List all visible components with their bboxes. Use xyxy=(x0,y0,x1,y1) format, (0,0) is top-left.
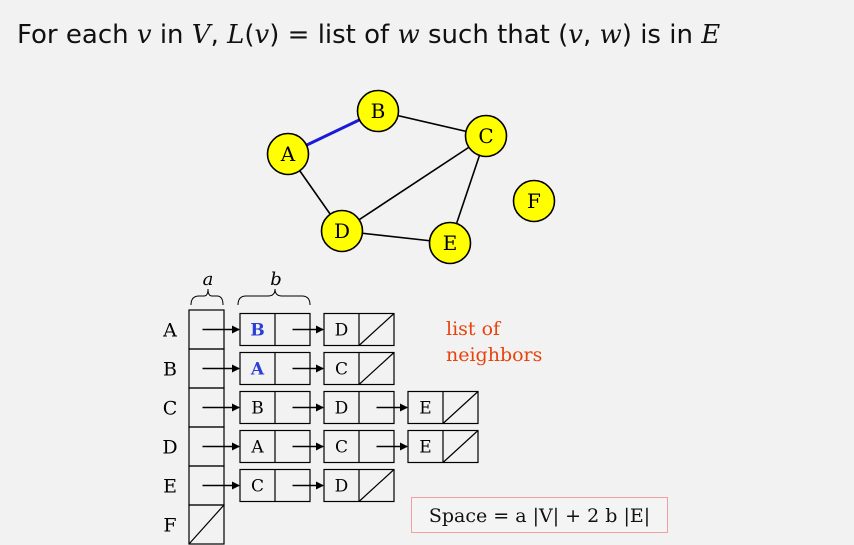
vertex-label: A xyxy=(162,320,177,342)
title-var: w xyxy=(599,20,622,50)
vertex-label: E xyxy=(163,476,177,498)
null-pointer xyxy=(358,313,395,346)
title-text: ( xyxy=(244,20,255,50)
title-var: V xyxy=(191,20,211,50)
node-circle xyxy=(320,209,364,253)
node-c: C xyxy=(464,114,508,158)
edge-d-c xyxy=(341,135,487,232)
node-a: A xyxy=(266,132,310,176)
title-text: in xyxy=(151,20,192,50)
note-line: neighbors xyxy=(446,344,543,366)
node-label: E xyxy=(443,231,458,255)
title-text: , xyxy=(210,20,228,50)
title-var: v xyxy=(254,20,270,50)
node-circle xyxy=(428,221,472,265)
list-node-value: C xyxy=(251,477,264,497)
space-formula-box: Space = a |V| + 2 b |E| xyxy=(411,497,668,533)
list-node-value: D xyxy=(335,477,349,497)
brace-a-label: a xyxy=(203,269,214,290)
list-node-value: A xyxy=(250,438,264,458)
vertex-label: D xyxy=(162,437,177,459)
list-node-value: B xyxy=(251,399,264,419)
title-var: E xyxy=(701,20,721,50)
list-node: B xyxy=(239,390,324,425)
list-node-value: A xyxy=(250,360,265,380)
array-cell xyxy=(188,504,225,545)
list-node-value: D xyxy=(335,321,349,341)
title-text: such that ( xyxy=(419,20,569,50)
vertex-label: B xyxy=(163,359,177,381)
list-node-value: B xyxy=(250,321,264,341)
neighbors-note: list of neighbors xyxy=(446,316,542,368)
node-circle xyxy=(266,132,310,176)
list-node: A xyxy=(239,351,324,386)
list-node-value: E xyxy=(419,399,431,419)
list-node: B xyxy=(239,312,324,347)
list-node: E xyxy=(407,390,479,425)
title-var: L xyxy=(227,20,245,50)
null-pointer xyxy=(358,469,395,502)
slide-title: For each v in V, L(v) = list of w such t… xyxy=(17,20,720,50)
null-pointer xyxy=(442,430,479,463)
node-circle xyxy=(464,114,508,158)
list-node: D xyxy=(323,312,395,347)
node-label: F xyxy=(527,189,541,213)
list-node: C xyxy=(323,429,408,464)
vertex-label: F xyxy=(163,515,176,537)
graph-nodes: A B C D E F xyxy=(266,89,556,265)
title-text: ) = list of xyxy=(269,20,398,50)
list-node: E xyxy=(407,429,479,464)
brace-b-label: b xyxy=(270,269,282,290)
node-e: E xyxy=(428,221,472,265)
node-b: B xyxy=(356,89,400,133)
brace-b xyxy=(237,288,311,306)
list-node-value: C xyxy=(335,360,348,380)
list-node: D xyxy=(323,468,395,503)
list-node: C xyxy=(239,468,324,503)
null-pointer xyxy=(358,352,395,385)
note-line: list of xyxy=(446,318,501,340)
node-label: C xyxy=(478,124,493,148)
null-pointer xyxy=(442,391,479,424)
title-text: , xyxy=(583,20,600,50)
list-node-value: C xyxy=(335,438,348,458)
brace-a xyxy=(190,288,224,306)
vertex-label: C xyxy=(163,398,178,420)
title-text: For each xyxy=(17,20,137,50)
list-node: A xyxy=(239,429,324,464)
node-circle xyxy=(512,179,556,223)
node-d: D xyxy=(320,209,364,253)
node-label: A xyxy=(280,142,296,166)
title-var: v xyxy=(568,20,583,50)
node-circle xyxy=(356,89,400,133)
list-node-value: E xyxy=(419,438,431,458)
title-var: v xyxy=(136,20,152,50)
list-node: D xyxy=(323,390,408,425)
node-f: F xyxy=(512,179,556,223)
title-text: ) is in xyxy=(621,20,702,50)
adj-row-f: F xyxy=(163,504,225,545)
title-var: w xyxy=(397,20,420,50)
node-label: D xyxy=(334,219,350,243)
node-label: B xyxy=(371,99,386,123)
size-braces: a b xyxy=(190,269,311,306)
list-node: C xyxy=(323,351,395,386)
null-pointer xyxy=(188,504,225,545)
list-node-value: D xyxy=(335,399,349,419)
